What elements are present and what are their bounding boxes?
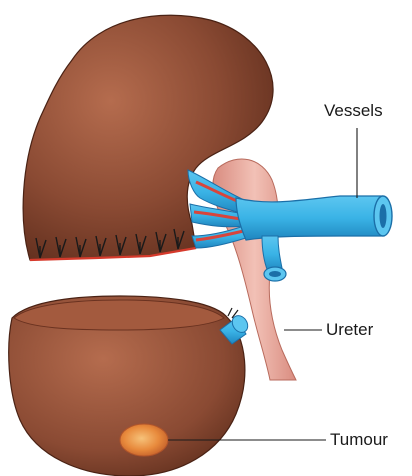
ureter-label: Ureter [326, 321, 373, 338]
tumour-label: Tumour [330, 431, 388, 448]
tumour [120, 424, 168, 456]
vessels-label: Vessels [324, 102, 383, 119]
renal-vessels [188, 170, 392, 281]
kidney-lower-part [9, 296, 251, 476]
